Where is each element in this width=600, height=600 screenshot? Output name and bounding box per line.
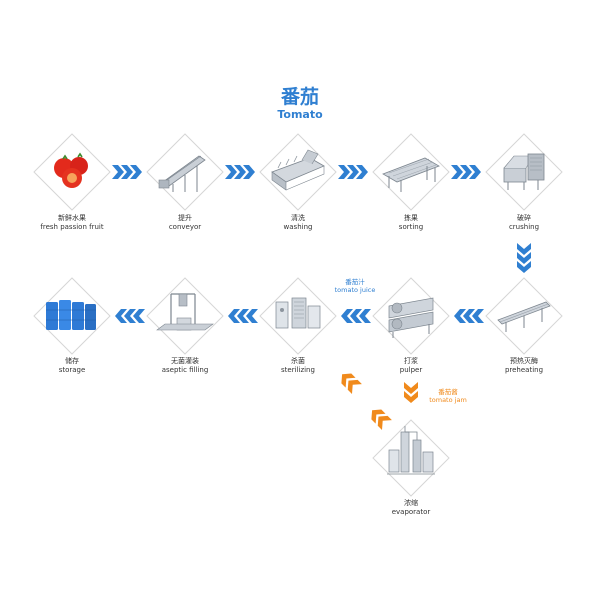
flow-arrow-pulper-to-sterilizing [341,309,371,323]
washing-machine-icon [271,149,325,191]
flow-label-en: tomato jam [429,396,467,404]
flow-arrow-preheating-to-pulper [454,309,484,323]
sorting-table-icon [382,157,440,192]
step-label-sorting: 拣果 sorting [356,214,466,232]
step-label-cn: 提升 [178,214,192,222]
step-label-cn: 清洗 [291,214,305,222]
step-label-cn: 新鲜水果 [58,214,86,222]
step-label-en: sterilizing [281,366,315,374]
preheater-icon [497,301,551,332]
flow-arrow-fruit-to-conveyor [112,165,142,179]
step-label-cn: 打浆 [404,357,418,365]
step-label-en: washing [283,223,313,231]
step-label-en: preheating [504,366,544,374]
step-label-cn: 杀菌 [291,357,305,365]
conveyor-icon [158,155,206,192]
step-label-fresh-fruit: 新鲜水果 fresh passion fruit [17,214,127,232]
step-label-en: fresh passion fruit [40,223,104,231]
step-label-storage: 储存 storage [17,357,127,375]
step-label-en: pulper [399,366,423,374]
step-label-preheating: 预热灭酶 preheating [469,357,579,375]
step-label-aseptic-filling: 无菌灌装 aseptic filling [130,357,240,375]
diagram-title-en: Tomato [277,108,323,121]
diagram-title-cn: 番茄 [280,86,319,108]
evaporator-icon [387,426,435,475]
flow-label-en: tomato juice [334,286,376,294]
step-label-conveyor: 提升 conveyor [130,214,240,232]
step-label-washing: 清洗 washing [243,214,353,232]
flow-label-tomato-jam: 番茄酱 tomato jam [408,388,488,404]
flow-arrow-sterilizing-to-aseptic-filling [228,309,258,323]
flow-arrow-aseptic-filling-to-storage [115,309,145,323]
flow-label-cn: 番茄汁 [345,278,365,286]
storage-tanks-icon [46,300,96,330]
step-label-pulper: 打浆 pulper [356,357,466,375]
sterilizer-icon [275,297,321,329]
flow-arrow-washing-to-sorting [338,165,368,179]
step-label-cn: 储存 [65,357,79,365]
flow-arrow-evaporator-to-sterilizing-lower [367,405,392,430]
flow-label-tomato-juice: 番茄汁 tomato juice [315,278,395,294]
aseptic-filler-icon [156,293,214,331]
step-label-en: crushing [508,223,540,231]
step-diamond-evaporator [372,419,450,497]
flow-arrow-sorting-to-crushing [451,165,481,179]
step-label-sterilizing: 杀菌 sterilizing [243,357,353,375]
step-label-en: evaporator [391,508,431,516]
step-label-evaporator: 浓缩 evaporator [356,499,466,517]
tomato-icon [54,152,88,188]
step-label-en: conveyor [168,223,202,231]
step-label-cn: 浓缩 [404,499,418,507]
step-label-cn: 破碎 [517,214,531,222]
flow-label-cn: 番茄酱 [438,388,458,396]
crusher-icon [503,153,545,190]
step-label-en: storage [58,366,86,374]
step-label-cn: 拣果 [404,214,418,222]
step-label-cn: 无菌灌装 [171,357,199,365]
flow-arrow-crushing-to-preheating [517,243,531,273]
step-label-crushing: 破碎 crushing [469,214,579,232]
flow-arrow-conveyor-to-washing [225,165,255,179]
step-label-en: aseptic filling [161,366,209,374]
pulper-icon [388,297,434,338]
step-label-cn: 预热灭酶 [510,357,538,365]
step-label-en: sorting [398,223,424,231]
step-diamond-aseptic-filling [146,277,224,355]
